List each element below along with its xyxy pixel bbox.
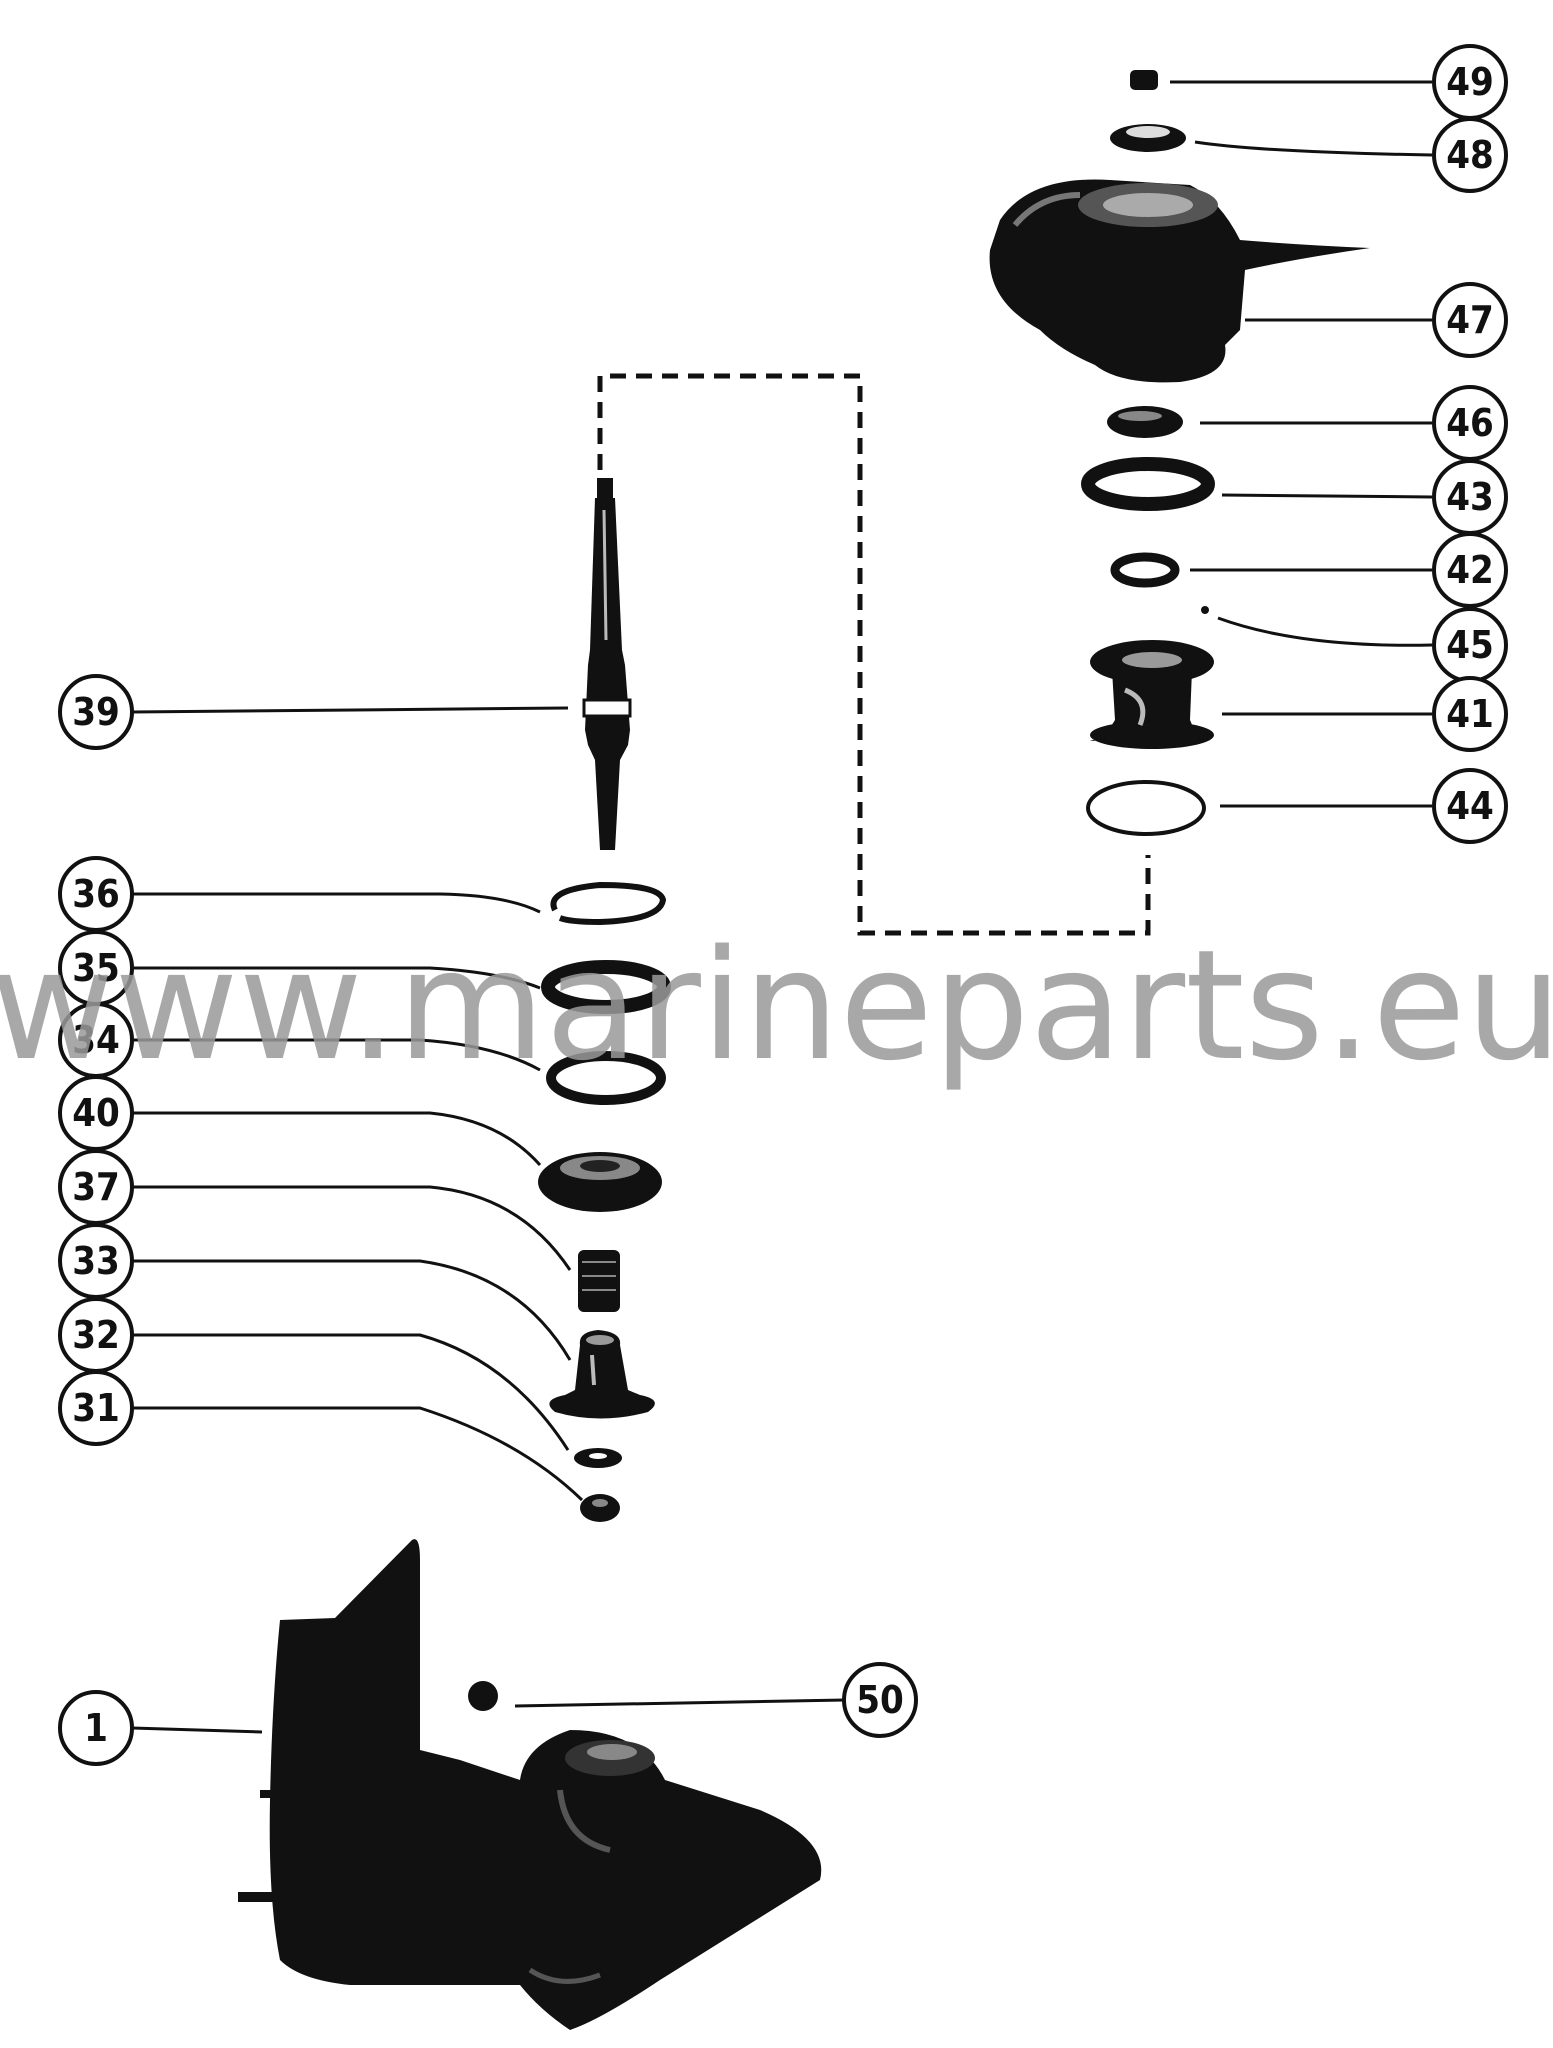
part-44-o-ring [1086, 780, 1206, 836]
leader-lines [131, 80, 1433, 1734]
part-47-housing [989, 179, 1370, 383]
callout-43-label: 43 [1446, 475, 1494, 519]
callout-42: 42 [1432, 532, 1508, 608]
callout-42-label: 42 [1446, 548, 1494, 592]
callout-45-label: 45 [1446, 623, 1494, 667]
watermark: www.marineparts.eu [0, 917, 1553, 1094]
callout-32-label: 32 [72, 1313, 120, 1357]
callout-31-label: 31 [72, 1386, 120, 1430]
callout-43: 43 [1432, 459, 1508, 535]
callout-44-label: 44 [1446, 784, 1494, 828]
callout-47-label: 47 [1446, 298, 1494, 342]
part-43-seal-ring [1081, 457, 1215, 511]
callout-40-label: 40 [72, 1091, 120, 1135]
callout-47: 47 [1432, 282, 1508, 358]
callout-32: 32 [58, 1297, 134, 1373]
leader-35 [132, 966, 541, 990]
part-41-bearing-carrier [1090, 640, 1214, 749]
leader-50 [514, 1698, 846, 1708]
leader-48 [1194, 140, 1433, 157]
part-40-bearing [538, 1152, 662, 1212]
callout-45: 45 [1432, 607, 1508, 683]
leader-32 [132, 1333, 570, 1451]
callout-49-label: 49 [1446, 60, 1494, 104]
leader-40 [132, 1111, 542, 1166]
part-42-bearing-race [1110, 552, 1180, 588]
part-37-spring [578, 1250, 620, 1312]
part-50-ball [468, 1681, 498, 1711]
callout-1: 1 [58, 1690, 134, 1766]
callout-35-label: 35 [72, 946, 120, 990]
leader-33 [132, 1259, 572, 1361]
callout-36-label: 36 [72, 872, 120, 916]
part-34-ring [546, 1051, 666, 1105]
leader-34 [132, 1038, 541, 1072]
part-33-pinion-gear [549, 1330, 655, 1419]
leader-43 [1221, 493, 1433, 499]
part-46-cap [1107, 406, 1183, 438]
callout-44: 44 [1432, 768, 1508, 844]
callout-34-label: 34 [72, 1018, 120, 1062]
callout-33: 33 [58, 1223, 134, 1299]
part-45-ball [1201, 606, 1209, 614]
part-32-washer [574, 1448, 622, 1468]
callout-46-label: 46 [1446, 401, 1494, 445]
callout-33-label: 33 [72, 1239, 120, 1283]
part-48-washer [1110, 124, 1186, 152]
callout-48: 48 [1432, 117, 1508, 193]
part-1-gear-housing [238, 1539, 822, 2030]
leader-45 [1217, 616, 1433, 647]
leader-31 [132, 1406, 584, 1502]
callout-49: 49 [1432, 44, 1508, 120]
callout-41: 41 [1432, 676, 1508, 752]
callout-48-label: 48 [1446, 133, 1494, 177]
part-36-snap-ring [550, 881, 667, 926]
callout-31: 31 [58, 1370, 134, 1446]
callout-40: 40 [58, 1075, 134, 1151]
part-31-nut [580, 1494, 620, 1522]
leader-1 [131, 1726, 263, 1734]
callout-41-label: 41 [1446, 692, 1494, 736]
callout-46: 46 [1432, 385, 1508, 461]
leader-37 [132, 1185, 572, 1271]
leader-36 [132, 892, 541, 914]
callout-39: 39 [58, 674, 134, 750]
leader-39 [131, 706, 569, 714]
callout-37-label: 37 [72, 1165, 120, 1209]
dashed-assembly-line [597, 373, 1151, 936]
part-39-driveshaft [582, 478, 632, 850]
part-49-nut [1130, 70, 1158, 90]
callout-39-label: 39 [72, 690, 120, 734]
part-35-seal [541, 960, 671, 1014]
callout-37: 37 [58, 1149, 134, 1225]
callout-50-label: 50 [856, 1678, 904, 1722]
callout-1-label: 1 [84, 1706, 108, 1750]
callout-50: 50 [842, 1662, 918, 1738]
